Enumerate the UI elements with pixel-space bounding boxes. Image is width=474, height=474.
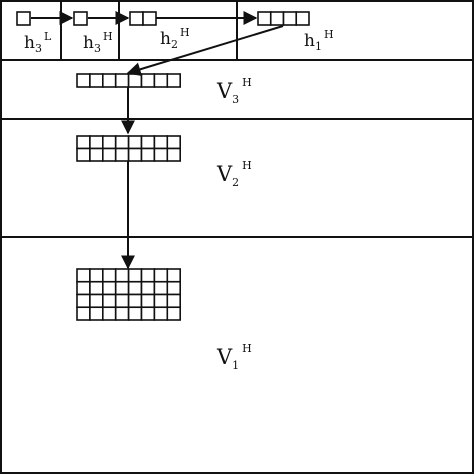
grid-cell — [102, 147, 117, 162]
grid-cell — [76, 293, 91, 309]
grid-cell — [153, 135, 169, 150]
block-v1-high — [76, 268, 182, 321]
grid-cell — [140, 306, 156, 321]
grid-cell — [76, 268, 91, 283]
block-v3-high — [76, 73, 182, 88]
grid-cell — [153, 280, 169, 296]
label-h1-high: h1H — [304, 28, 334, 53]
grid-cell — [142, 11, 157, 26]
grid-cell — [114, 135, 130, 150]
grid-cell — [102, 135, 117, 150]
grid-cell — [76, 135, 91, 150]
grid-cell — [269, 11, 285, 26]
grid-cell — [140, 73, 156, 88]
grid-cell — [127, 293, 143, 309]
label-h2-high: h2H — [160, 26, 190, 51]
grid-cell — [127, 306, 143, 321]
grid-cell — [140, 280, 156, 296]
grid-cell — [166, 268, 182, 283]
block-h2-high — [129, 11, 157, 26]
grid-cell — [114, 293, 130, 309]
grid-cell — [89, 73, 104, 88]
grid-cell — [166, 280, 182, 296]
grid-cell — [89, 135, 104, 150]
grid-cell — [102, 306, 117, 321]
grid-cell — [114, 280, 130, 296]
grid-cell — [89, 306, 104, 321]
grid-cell — [166, 147, 182, 162]
grid-cell — [76, 73, 91, 88]
grid-cell — [102, 268, 117, 283]
grid-cell — [76, 306, 91, 321]
grid-cell — [114, 73, 130, 88]
grid-cell — [166, 306, 182, 321]
grid-cell — [73, 11, 88, 26]
block-v2-high — [76, 135, 182, 162]
grid-cell — [114, 306, 130, 321]
block-h3-high — [73, 11, 88, 26]
arrow-h1H-to-V3H — [126, 25, 284, 77]
label-v3-high: V3H — [216, 76, 252, 106]
block-h1-high — [257, 11, 310, 26]
grid-cell — [102, 280, 117, 296]
grid-cell — [153, 306, 169, 321]
grid-cell — [140, 293, 156, 309]
grid-cell — [76, 147, 91, 162]
grid-cell — [140, 135, 156, 150]
grid-cell — [166, 293, 182, 309]
grid-cell — [127, 280, 143, 296]
grid-cell — [89, 293, 104, 309]
grid-cell — [127, 73, 143, 88]
grid-cell — [114, 147, 130, 162]
grid-cell — [153, 147, 169, 162]
grid-cell — [166, 73, 182, 88]
label-h3-high: h3H — [83, 30, 113, 55]
grid-cell — [140, 147, 156, 162]
grid-cell — [153, 268, 169, 283]
grid-cell — [102, 73, 117, 88]
label-v2-high: V2H — [216, 159, 252, 189]
grid-cell — [129, 11, 144, 26]
grid-cell — [127, 147, 143, 162]
grid-cell — [16, 11, 31, 26]
grid-cell — [295, 11, 310, 26]
grid-cell — [140, 268, 156, 283]
grid-cell — [89, 268, 104, 283]
grid-cell — [153, 293, 169, 309]
label-v1-high: V1H — [216, 342, 252, 372]
grid-cell — [89, 147, 104, 162]
label-h3-low: h3L — [24, 30, 52, 55]
grid-cell — [127, 268, 143, 283]
grid-cell — [76, 280, 91, 296]
grid-cell — [153, 73, 169, 88]
grid-cell — [166, 135, 182, 150]
grid-cell — [127, 135, 143, 150]
block-h3-low — [16, 11, 31, 26]
grid-cell — [89, 280, 104, 296]
grid-cell — [257, 11, 272, 26]
grid-cell — [114, 268, 130, 283]
grid-cell — [102, 293, 117, 309]
grid-cell — [282, 11, 298, 26]
